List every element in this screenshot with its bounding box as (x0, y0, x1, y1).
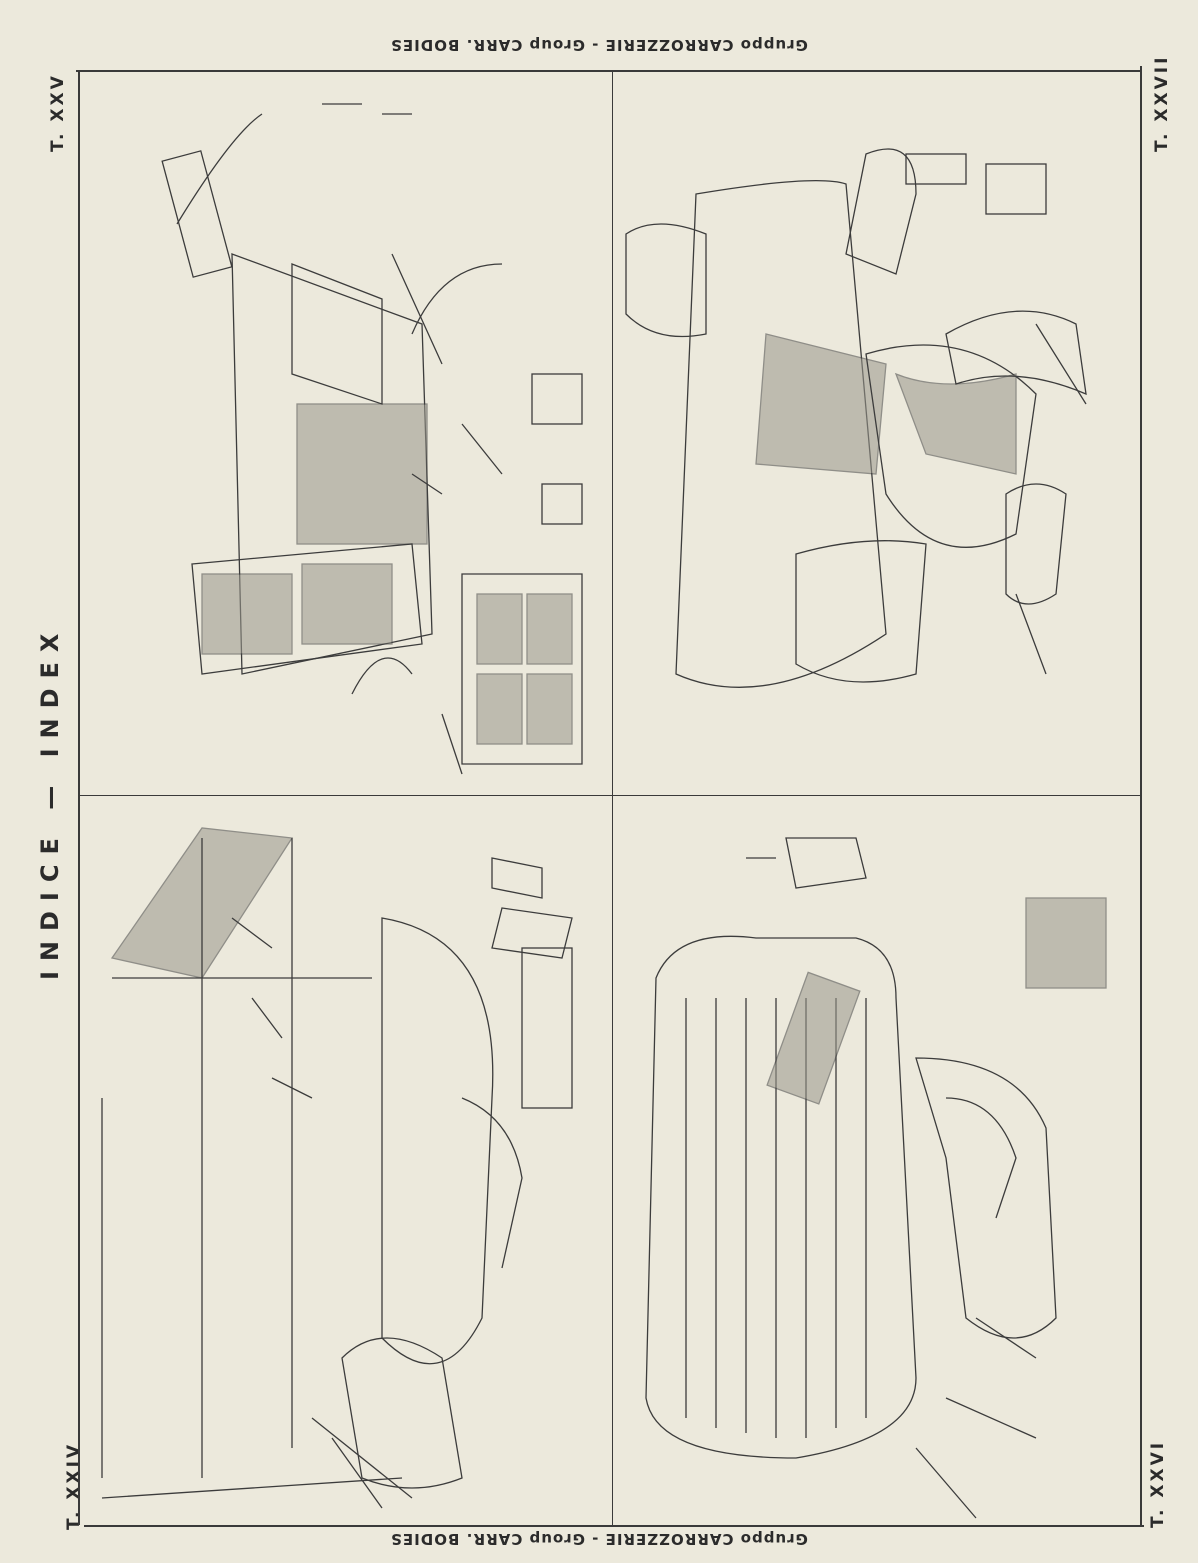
frame-middle-divider (78, 795, 1140, 796)
frame-center-divider (612, 72, 613, 1525)
diagram-engine-cover (645, 837, 1107, 1519)
frame-bottom-line (84, 1525, 1144, 1527)
diagram-rear-frame (101, 827, 573, 1509)
frame-left-line (78, 70, 80, 1525)
frame-right-line (1140, 66, 1142, 1526)
table-label-bottom-left: T. XXIV (64, 1441, 84, 1530)
table-label-bottom-right: T. XXVI (1148, 1439, 1168, 1528)
diagram-cab-body (161, 103, 583, 775)
frame-top-line (76, 70, 1142, 72)
index-title: INDICE — INDEX (36, 623, 64, 980)
table-label-top-left: T. XXV (48, 73, 68, 152)
page-header-bottom: Gruppo CARROZZERIE - Group CARR. BODIES (390, 1530, 808, 1548)
diagram-scooter-body (625, 148, 1087, 688)
table-label-top-right: T. XXVII (1152, 54, 1172, 152)
page-header-top: Gruppo CARROZZERIE - Group CARR. BODIES (390, 36, 808, 54)
